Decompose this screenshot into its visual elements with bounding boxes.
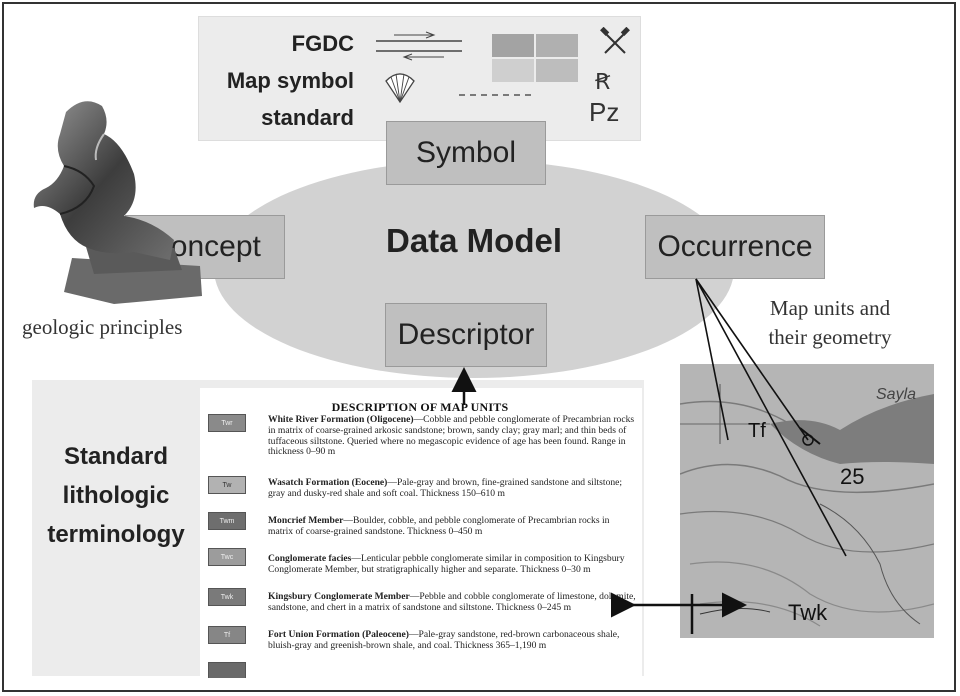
occurrence-pointer-line-3 <box>696 279 846 556</box>
